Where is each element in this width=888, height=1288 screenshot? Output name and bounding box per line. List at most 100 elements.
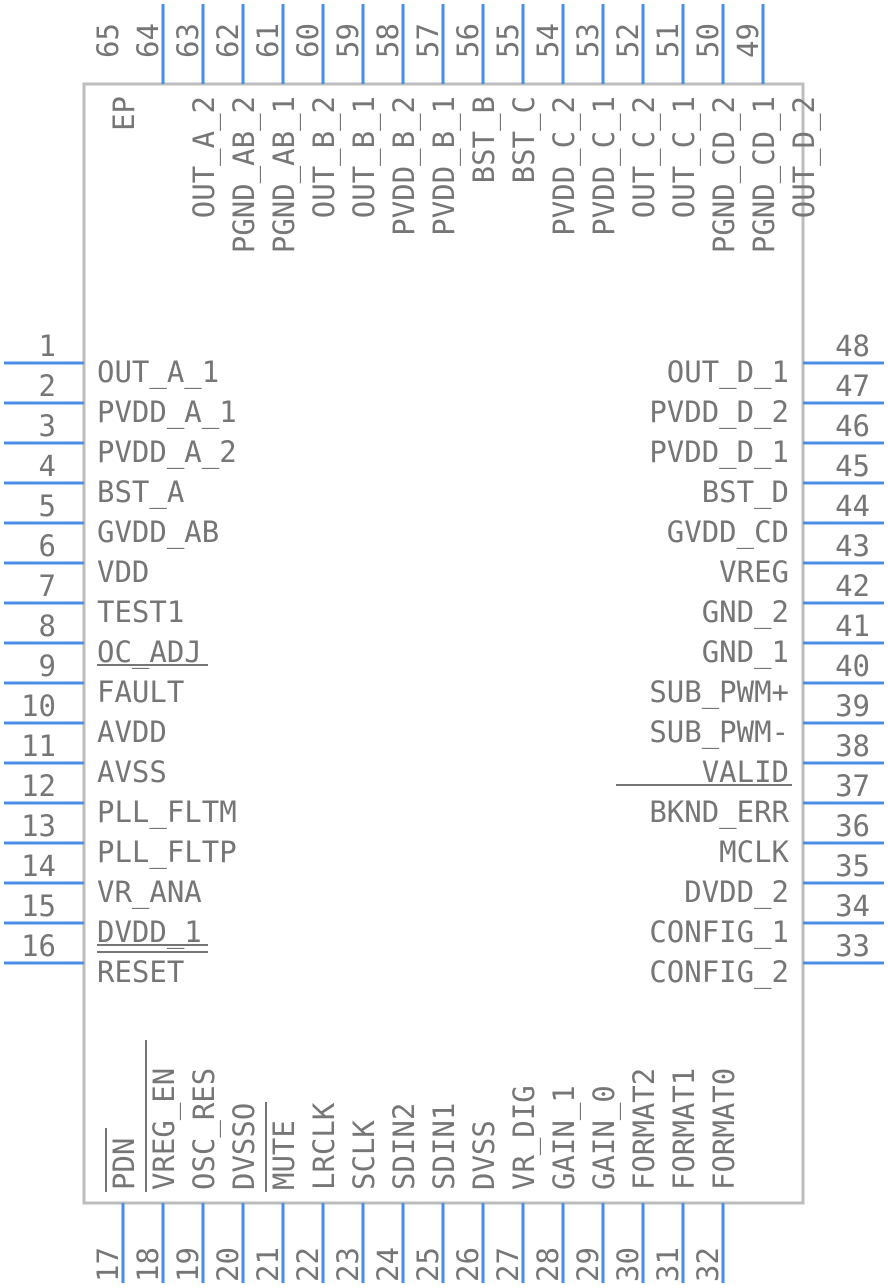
pin-number: 23: [331, 1247, 365, 1282]
pin-label: BST_C: [507, 96, 542, 183]
overbar-group: [97, 664, 792, 1192]
pin-label: BST_A: [97, 475, 184, 510]
pin-label: BST_B: [467, 96, 502, 183]
pin-label: PGND_AB_1: [267, 96, 302, 253]
pin-number: 40: [835, 649, 870, 683]
pin-number: 47: [835, 369, 870, 403]
pin-number: 32: [691, 1247, 725, 1282]
pin-label: VREG_EN: [147, 1068, 182, 1190]
pin-number: 60: [291, 23, 325, 58]
pin-number: 44: [835, 489, 870, 523]
pin-label: OUT_C_1: [667, 96, 702, 218]
pin-number: 51: [651, 23, 685, 58]
pin-number: 45: [835, 449, 870, 483]
pin-label: PVDD_A_1: [97, 395, 237, 430]
pin-label: GVDD_AB: [97, 515, 219, 550]
pin-number: 62: [211, 23, 245, 58]
pin-number: 37: [835, 769, 870, 803]
pin-number: 2: [39, 369, 56, 403]
pin-number: 64: [131, 23, 165, 58]
pin-label: VREG: [719, 555, 789, 589]
pin-number: 46: [835, 409, 870, 443]
pin-label: DVSSO: [227, 1103, 261, 1190]
pin-number: 10: [21, 689, 56, 723]
pin-label: OUT_A_1: [97, 355, 219, 390]
pin-number: 6: [39, 529, 56, 563]
pin-label: OSC_RES: [187, 1068, 222, 1190]
pin-label: GAIN_0: [587, 1085, 622, 1190]
pin-number: 8: [39, 609, 56, 643]
pin-label: PGND_AB_2: [227, 96, 262, 253]
pin-label: FORMAT0: [707, 1068, 741, 1190]
pin-number: 38: [835, 729, 870, 763]
pin-number: 17: [91, 1247, 125, 1282]
pin-label: SDIN1: [427, 1103, 461, 1190]
pin-label: FORMAT2: [627, 1068, 661, 1190]
pin-number: 26: [451, 1247, 485, 1282]
pin-label: PGND_CD_1: [747, 96, 782, 253]
bottom-pin-group: 17PDN18VREG_EN19OSC_RES20DVSSO21MUTE22LR…: [91, 1068, 741, 1283]
pin-label: CONFIG_1: [649, 915, 789, 950]
pin-number: 53: [571, 23, 605, 58]
pin-number: 3: [39, 409, 56, 443]
pin-label: BST_D: [702, 475, 789, 510]
pin-number: 58: [371, 23, 405, 58]
left-pin-group: 1OUT_A_12PVDD_A_13PVDD_A_24BST_A5GVDD_AB…: [4, 329, 237, 989]
pin-number: 43: [835, 529, 870, 563]
pin-label: VDD: [97, 555, 149, 589]
pin-number: 34: [835, 889, 870, 923]
pin-number: 36: [835, 809, 870, 843]
pin-number: 24: [371, 1247, 405, 1282]
pin-label: PLL_FLTM: [97, 795, 237, 830]
pin-label: DVDD_2: [684, 875, 789, 910]
pin-number: 28: [531, 1247, 565, 1282]
pin-label: SUB_PWM+: [649, 675, 789, 710]
pin-label: GND_1: [702, 635, 789, 670]
pin-label: PGND_CD_2: [707, 96, 742, 253]
pin-number: 52: [611, 23, 645, 58]
pin-number: 7: [39, 569, 56, 603]
pin-label: FAULT: [97, 675, 184, 709]
pin-label: PLL_FLTP: [97, 835, 237, 870]
pin-number: 19: [171, 1247, 205, 1282]
pin-number: 61: [251, 23, 285, 58]
pin-label: VR_DIG: [507, 1085, 542, 1190]
pin-label: PVDD_C_2: [547, 96, 582, 236]
pin-label: MCLK: [719, 835, 789, 869]
pin-label: PVDD_C_1: [587, 96, 622, 236]
pin-number: 25: [411, 1247, 445, 1282]
pin-label: PVDD_A_2: [97, 435, 237, 470]
pin-number: 63: [171, 23, 205, 58]
pin-label: OUT_D_1: [667, 355, 789, 390]
pin-number: 22: [291, 1247, 325, 1282]
pin-number: 50: [691, 23, 725, 58]
pin-number: 54: [531, 23, 565, 58]
pin-label: CONFIG_2: [649, 955, 789, 990]
pin-number: 27: [491, 1247, 525, 1282]
pin-label: SUB_PWM-: [649, 715, 789, 750]
pin-label: SDIN2: [387, 1103, 421, 1190]
pin-number: 42: [835, 569, 870, 603]
pin-number: 30: [611, 1247, 645, 1282]
pin-number: 5: [39, 489, 56, 523]
pin-number: 33: [835, 929, 870, 963]
pin-label: PVDD_B_2: [387, 96, 422, 236]
pin-number: 4: [39, 449, 56, 483]
pin-label: OUT_A_2: [187, 96, 222, 218]
pin-label: BKND_ERR: [649, 795, 789, 830]
pin-number: 57: [411, 23, 445, 58]
pin-label: RESET: [97, 955, 184, 989]
pin-number: 9: [39, 649, 56, 683]
pin-number: 59: [331, 23, 365, 58]
pin-label: PDN: [107, 1138, 141, 1190]
pin-number: 16: [21, 929, 56, 963]
pin-number: 18: [131, 1247, 165, 1282]
pin-number: 21: [251, 1247, 285, 1282]
pin-label: AVSS: [97, 755, 167, 789]
pin-number: 12: [21, 769, 56, 803]
pin-number: 49: [731, 23, 765, 58]
pin-label: GND_2: [702, 595, 789, 630]
top-pin-group: 65EP64OUT_A_263PGND_AB_262PGND_AB_161OUT…: [91, 4, 822, 253]
pin-label: PVDD_D_1: [649, 435, 789, 470]
